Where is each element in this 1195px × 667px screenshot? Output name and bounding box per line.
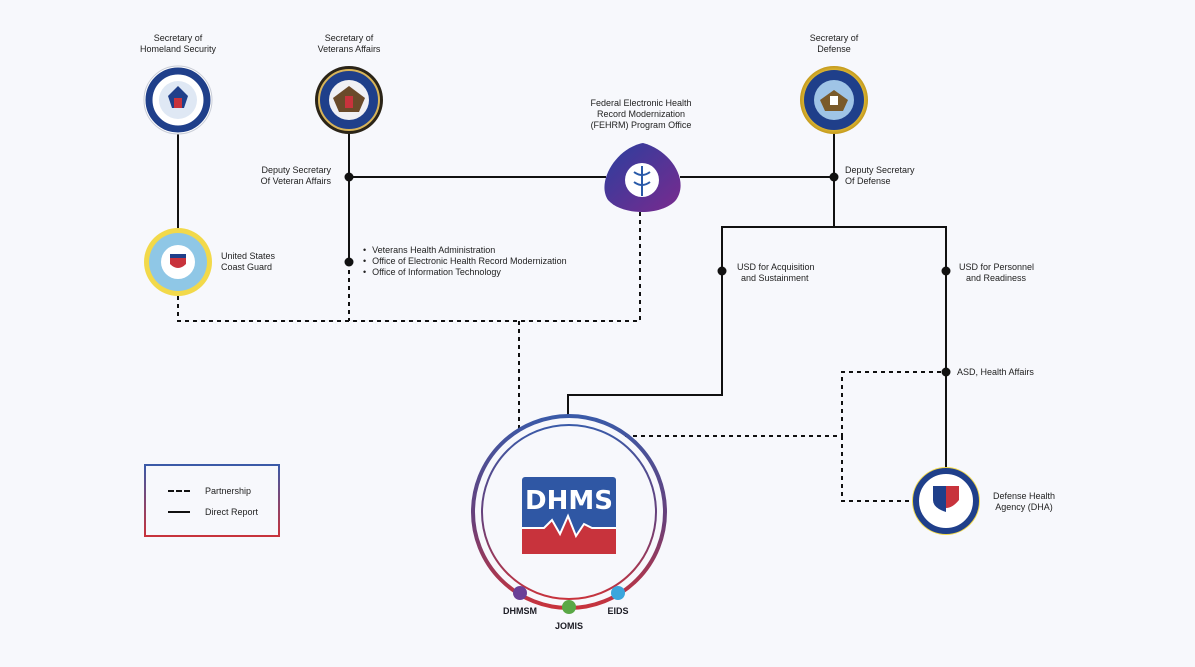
- dhmsm-label: DHMSM: [503, 606, 537, 616]
- va-office-item: Office of Information Technology: [363, 267, 567, 278]
- legend-direct-report: Direct Report: [168, 507, 258, 517]
- dhmsm-dot[interactable]: [513, 586, 527, 600]
- dod-seal-icon: [800, 66, 868, 134]
- legend-partnership-label: Partnership: [205, 486, 252, 496]
- va-office-item: Veterans Health Administration: [363, 245, 567, 256]
- partnership-lines: [177, 212, 946, 502]
- va-seal-icon: [315, 66, 383, 134]
- legend-partnership: Partnership: [168, 486, 251, 496]
- eids-label: EIDS: [607, 606, 629, 616]
- legend-box: Partnership Direct Report: [144, 464, 280, 537]
- solid-line-swatch: [168, 511, 190, 513]
- dhms-emblem: DHMS: [471, 414, 667, 610]
- jomis-label: JOMIS: [554, 621, 584, 631]
- dhs-seal-icon: [143, 65, 213, 135]
- junction-dots: [344, 172, 951, 377]
- asd-health-affairs-label: ASD, Health Affairs: [957, 367, 1034, 377]
- va-office-item: Office of Electronic Health Record Moder…: [363, 256, 566, 267]
- dhms-logo-text: DHMS: [525, 486, 613, 516]
- dhms-program-dots: [513, 586, 625, 614]
- dashed-line-swatch: [168, 490, 190, 492]
- eids-dot[interactable]: [611, 586, 625, 600]
- va-offices-list: Veterans Health Administration Office of…: [363, 245, 567, 278]
- coast-guard-seal-icon: [144, 228, 212, 296]
- fehrm-logo-icon: [604, 143, 681, 212]
- jomis-dot[interactable]: [562, 600, 576, 614]
- legend-direct-report-label: Direct Report: [205, 507, 259, 517]
- dha-seal-icon: [912, 467, 980, 535]
